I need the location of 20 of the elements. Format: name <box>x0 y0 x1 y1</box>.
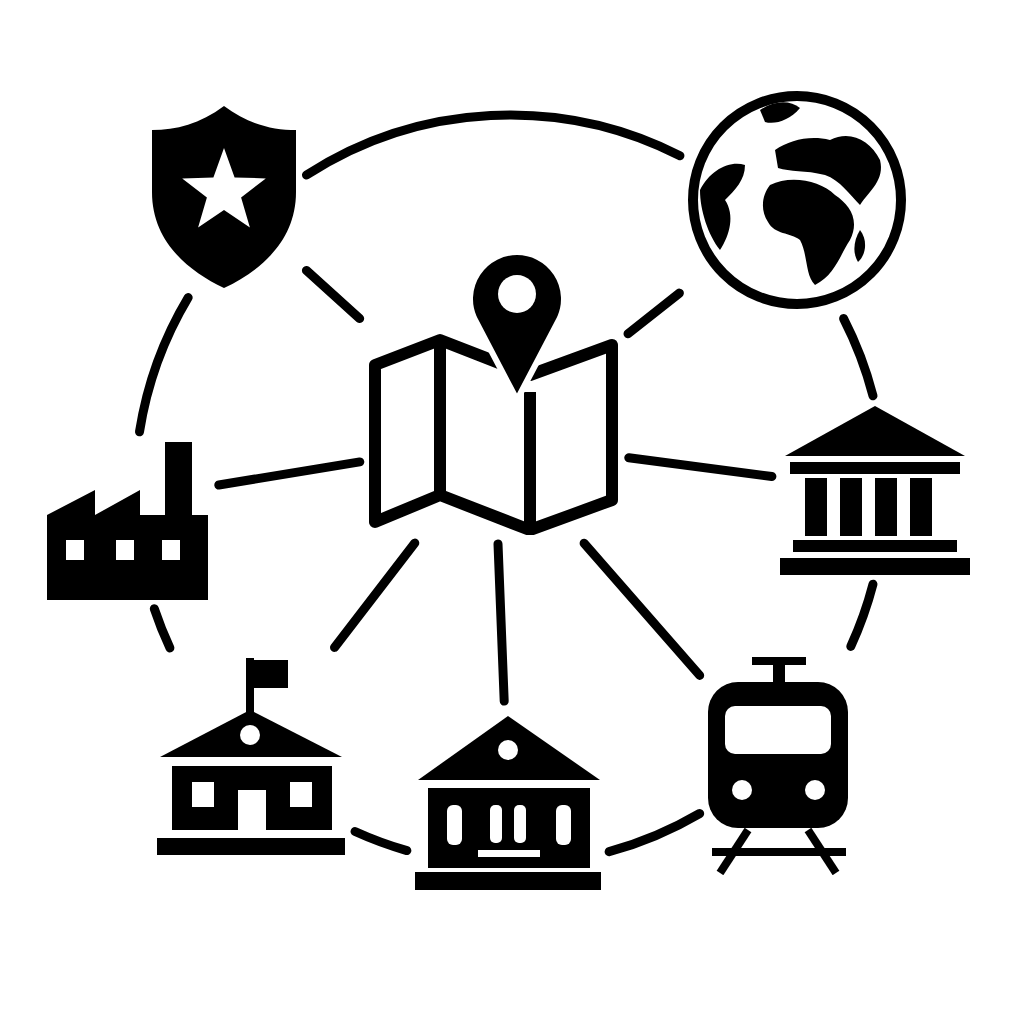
spoke-connector <box>623 288 684 339</box>
globe-icon <box>688 90 906 310</box>
ring-arc-connector <box>846 579 878 651</box>
spoke-connector <box>579 538 705 680</box>
spoke-connector <box>624 453 777 481</box>
police-shield-icon <box>150 104 298 289</box>
bank-building-icon <box>780 404 970 576</box>
ring-arc-connector <box>302 110 685 180</box>
spoke-connector <box>493 539 509 706</box>
spoke-connector <box>330 538 420 652</box>
factory-icon <box>45 440 210 600</box>
spoke-connector <box>301 265 365 324</box>
ring-arc-connector <box>350 827 412 856</box>
ring-arc-connector <box>149 604 175 653</box>
train-icon <box>708 655 848 875</box>
school-house-icon <box>155 656 347 856</box>
ring-arc-connector <box>604 809 705 857</box>
ring-arc-connector <box>135 293 193 437</box>
spoke-connector <box>214 457 365 490</box>
ring-arc-connector <box>839 314 878 401</box>
